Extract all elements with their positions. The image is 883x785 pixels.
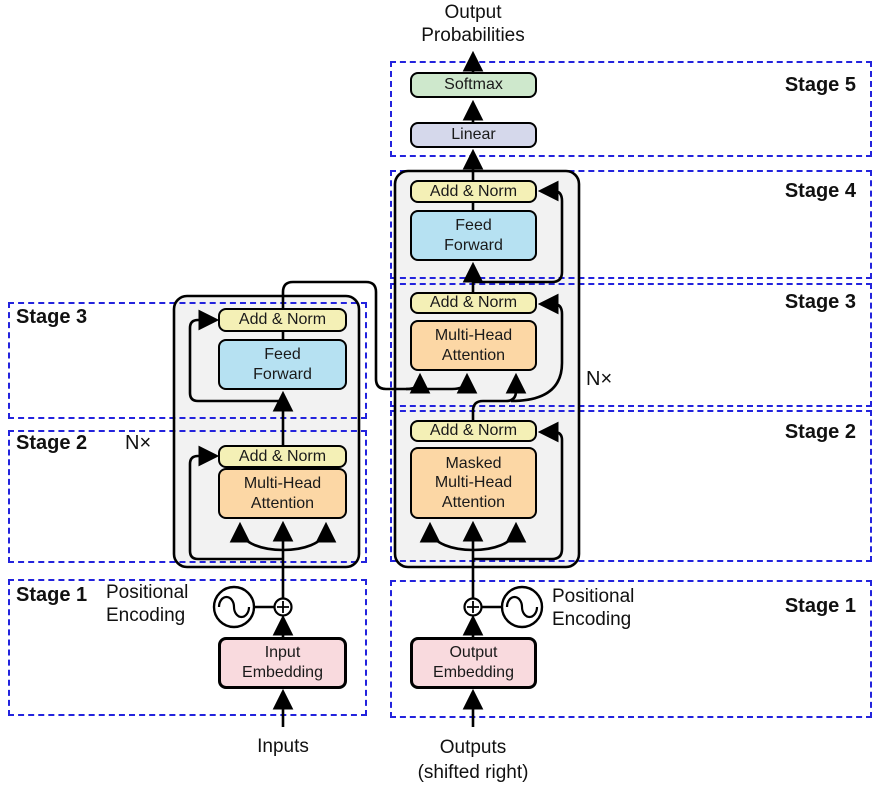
softmax-box: Softmax: [410, 72, 537, 98]
enc-add-norm-lower-box: Add & Norm: [218, 445, 347, 468]
dec-multi-head-attention-box: Multi-Head Attention: [410, 320, 537, 371]
dec-add-norm-stage3-box: Add & Norm: [410, 292, 537, 314]
linear-box: Linear: [410, 122, 537, 148]
decoder-repeat-label: N×: [586, 368, 613, 390]
stage3-right-label: Stage 3: [784, 291, 856, 313]
stage1-left-label: Stage 1: [16, 584, 88, 606]
enc-add-norm-upper-box: Add & Norm: [218, 308, 347, 332]
enc-positional-encoding-label: Positional Encoding: [106, 582, 189, 626]
input-embedding-box: Input Embedding: [218, 637, 347, 689]
stage1-right-label: Stage 1: [784, 595, 856, 617]
outputs-label: Outputs (shifted right): [417, 737, 529, 783]
stage3-left-label: Stage 3: [16, 306, 88, 328]
stage1-left-box: [8, 579, 367, 716]
stage1-right-box: [390, 580, 872, 718]
enc-feed-forward-box: Feed Forward: [218, 339, 347, 390]
enc-multi-head-attention-box: Multi-Head Attention: [218, 468, 347, 519]
dec-add-norm-stage4-box: Add & Norm: [410, 180, 537, 203]
stage2-left-label: Stage 2: [16, 432, 88, 454]
stage5-right-label: Stage 5: [784, 74, 856, 96]
dec-positional-encoding-label: Positional Encoding: [552, 586, 635, 630]
stage2-right-label: Stage 2: [784, 421, 856, 443]
stage4-right-box: [390, 170, 872, 279]
stage2-right-box: [390, 410, 872, 562]
dec-add-norm-stage2-box: Add & Norm: [410, 420, 537, 442]
output-embedding-box: Output Embedding: [410, 637, 537, 689]
inputs-label: Inputs: [257, 736, 309, 757]
stage5-right-box: [390, 61, 872, 157]
dec-feed-forward-box: Feed Forward: [410, 210, 537, 261]
masked-multi-head-attention-box: Masked Multi-Head Attention: [410, 447, 537, 519]
output-probabilities-label: Output Probabilities: [421, 2, 525, 46]
encoder-repeat-label: N×: [125, 432, 152, 454]
stage4-right-label: Stage 4: [784, 180, 856, 202]
